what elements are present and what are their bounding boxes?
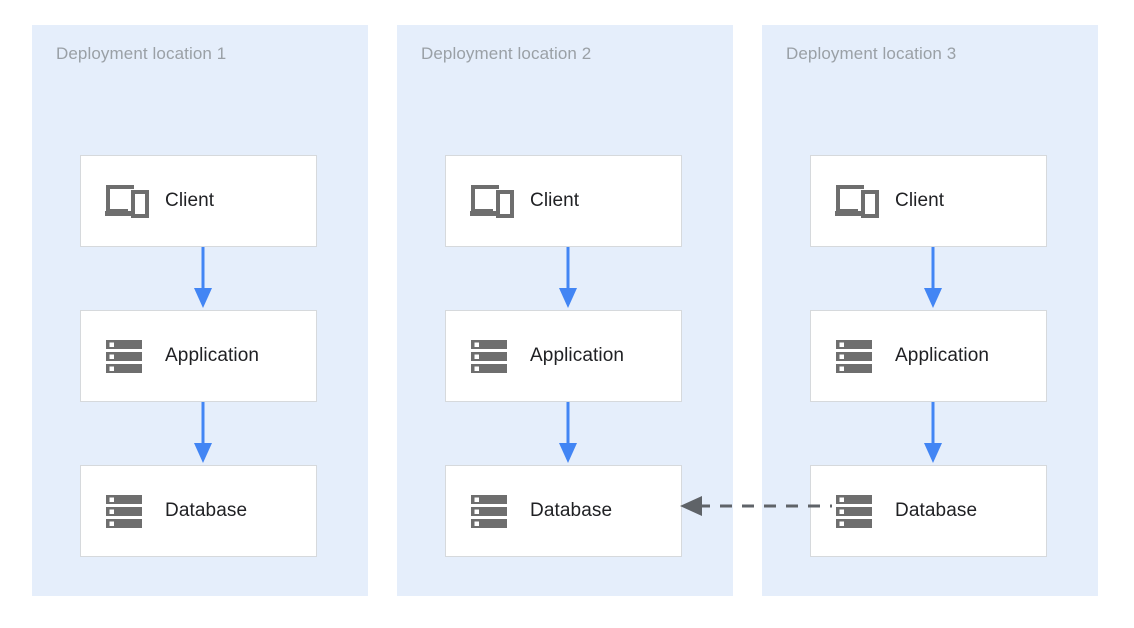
node-label-client: Client xyxy=(530,190,580,211)
server-icon xyxy=(106,495,142,528)
arrow-down-icon xyxy=(194,402,212,463)
deployment-location-3-panel: Deployment location 3 Client xyxy=(762,25,1098,596)
server-icon xyxy=(836,495,872,528)
arrow-down-icon xyxy=(559,402,577,463)
node-application-location-2[interactable]: Application xyxy=(445,310,682,402)
deployment-location-2-panel: Deployment location 2 Client xyxy=(397,25,733,596)
node-label-client: Client xyxy=(165,190,215,211)
arrow-down-icon xyxy=(559,247,577,308)
node-database-location-1[interactable]: Database xyxy=(80,465,317,557)
connector-application-to-database-location-3 xyxy=(922,402,944,465)
arrow-down-icon xyxy=(194,247,212,308)
connector-client-to-application-location-1 xyxy=(192,247,214,310)
node-application-location-1[interactable]: Application xyxy=(80,310,317,402)
node-label-application: Application xyxy=(530,345,625,366)
devices-icon xyxy=(835,185,879,218)
connector-application-to-database-location-1 xyxy=(192,402,214,465)
arrow-down-icon xyxy=(924,247,942,308)
node-label-database: Database xyxy=(530,500,613,521)
arrow-left-dashed-icon xyxy=(680,496,832,516)
server-icon xyxy=(471,340,507,373)
node-database-location-3[interactable]: Database xyxy=(810,465,1047,557)
node-application-location-3[interactable]: Application xyxy=(810,310,1047,402)
connector-application-to-database-location-2 xyxy=(557,402,579,465)
server-icon xyxy=(836,340,872,373)
panel-label-deployment-location-3: Deployment location 3 xyxy=(786,44,957,63)
node-client-location-3[interactable]: Client xyxy=(810,155,1047,247)
node-label-application: Application xyxy=(895,345,990,366)
arrow-down-icon xyxy=(924,402,942,463)
connector-database-location-3-to-database-location-2 xyxy=(676,495,832,517)
server-icon xyxy=(471,495,507,528)
connector-client-to-application-location-3 xyxy=(922,247,944,310)
node-client-location-1[interactable]: Client xyxy=(80,155,317,247)
devices-icon xyxy=(105,185,149,218)
node-client-location-2[interactable]: Client xyxy=(445,155,682,247)
node-label-client: Client xyxy=(895,190,945,211)
node-database-location-2[interactable]: Database xyxy=(445,465,682,557)
devices-icon xyxy=(470,185,514,218)
connector-client-to-application-location-2 xyxy=(557,247,579,310)
panel-label-deployment-location-2: Deployment location 2 xyxy=(421,44,592,63)
node-label-application: Application xyxy=(165,345,260,366)
server-icon xyxy=(106,340,142,373)
node-label-database: Database xyxy=(165,500,248,521)
panel-label-deployment-location-1: Deployment location 1 xyxy=(56,44,227,63)
node-label-database: Database xyxy=(895,500,978,521)
deployment-location-1-panel: Deployment location 1 Client xyxy=(32,25,368,596)
